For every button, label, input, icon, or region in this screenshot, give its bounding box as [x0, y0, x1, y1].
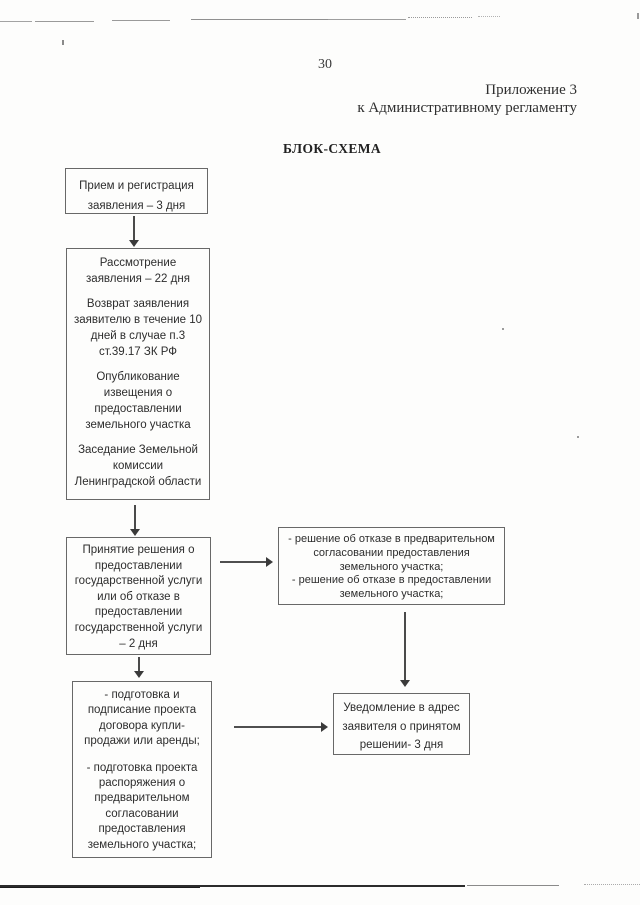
text-line: предоставлении [94, 559, 183, 572]
scan-artifact-top-line [112, 20, 170, 21]
refusal-box: - решение об отказе в предварительном со… [278, 527, 505, 605]
text-line: договора купли- [99, 719, 185, 732]
text-line: распоряжения о [98, 777, 186, 790]
arrow-refusal-to-notification-line [404, 612, 406, 682]
text-line: дней в случае п.3 [90, 330, 186, 342]
contract-paragraph: - подготовка и подписание проекта догово… [73, 688, 211, 750]
text-line: - подготовка проекта [86, 761, 198, 774]
text-line: согласовании [105, 807, 179, 820]
text-line: - подготовка и [104, 689, 180, 701]
review-paragraph: Опубликование извещения о предоставлении… [67, 369, 209, 433]
notification-box: Уведомление в адрес заявителя о принятом… [333, 693, 470, 755]
arrow-refusal-to-notification-head [400, 680, 410, 687]
arrow-review-to-decision-head [130, 529, 140, 536]
text-line: заявителя о принятом [342, 720, 461, 733]
text-line: земельного участка; [87, 838, 197, 851]
arrow-contract-to-notification-head [321, 722, 328, 732]
arrow-contract-to-notification-line [234, 726, 322, 728]
scan-artifact-bottom-line [0, 885, 465, 887]
arrow-intake-to-review-head [129, 240, 139, 247]
decision-box: Принятие решения о предоставлении госуда… [66, 537, 211, 655]
text-line: заявления – 3 дня [87, 200, 186, 212]
appendix-line2: к Административному регламенту [357, 100, 577, 116]
scan-artifact-top-line [328, 19, 406, 20]
contract-box: - подготовка и подписание проекта догово… [72, 681, 212, 858]
text-line: Опубликование [96, 371, 180, 383]
intake-box: Прием и регистрация заявления – 3 дня [65, 168, 208, 214]
text-line: - решение об отказе в предоставлении [291, 574, 492, 587]
appendix-header: Приложение 3 к Административному регламе… [357, 81, 577, 117]
text-line: подписание проекта [87, 704, 197, 717]
text-line: – 2 дня [119, 637, 158, 650]
text-line: Уведомление в адрес [343, 702, 460, 714]
text-line: Возврат заявления [86, 298, 190, 310]
review-paragraph: Рассмотрение заявления – 22 дня [67, 255, 209, 287]
contract-paragraph: - подготовка проекта распоряжения о пред… [73, 761, 211, 853]
review-paragraph: Заседание Земельной комиссии Ленинградск… [67, 442, 209, 490]
review-box: Рассмотрение заявления – 22 дня Возврат … [66, 248, 210, 500]
scan-artifact-speck [577, 436, 579, 438]
text-line: Заседание Земельной [78, 444, 198, 456]
scan-artifact-top-line [408, 17, 472, 18]
text-line: земельного участка; [339, 588, 444, 601]
text-line: государственной услуги [74, 621, 203, 634]
arrow-review-to-decision-line [134, 505, 136, 531]
text-line: заявления – 22 дня [86, 273, 190, 285]
scan-artifact-top-line [478, 16, 500, 17]
arrow-intake-to-review-line [133, 216, 135, 242]
scan-artifact-bottom-line [584, 884, 640, 885]
text-line: Рассмотрение [99, 257, 177, 269]
text-line: продажи или аренды; [84, 735, 200, 748]
appendix-line1: Приложение 3 [485, 82, 577, 98]
text-line: Ленинградской области [74, 476, 202, 488]
text-line: предоставлении [94, 606, 183, 619]
arrow-decision-to-refusal-head [266, 557, 273, 567]
text-line: - решение об отказе в предварительном [288, 533, 495, 545]
page-number: 30 [318, 57, 332, 72]
text-line: земельного участка [85, 419, 191, 431]
scan-artifact-top-line [191, 19, 328, 20]
text-line: предоставления [98, 823, 186, 836]
scan-artifact-bottom-line [467, 885, 559, 886]
arrow-decision-to-refusal-line [220, 561, 267, 563]
text-line: государственной услуги [74, 575, 203, 588]
text-line: Прием и регистрация [79, 180, 194, 192]
text-line: Принятие решения о [82, 544, 195, 556]
arrow-decision-to-contract-line [138, 657, 140, 673]
text-line: ст.39.17 ЗК РФ [98, 346, 178, 358]
scan-artifact-speck [637, 13, 639, 19]
scan-artifact-top-line [0, 21, 32, 22]
text-line: согласовании предоставления [313, 546, 470, 559]
page-title: БЛОК-СХЕМА [283, 141, 382, 156]
text-line: извещения о [103, 387, 173, 399]
text-line: земельного участка; [339, 560, 444, 573]
text-line: предоставлении [94, 403, 182, 415]
text-line: заявителю в течение 10 [73, 314, 203, 326]
text-line: предварительном [94, 792, 190, 805]
scan-artifact-speck [62, 40, 64, 45]
scan-artifact-speck [502, 328, 504, 330]
text-line: решении- 3 дня [359, 739, 444, 751]
text-line: комиссии [112, 460, 164, 472]
scan-artifact-top-line [35, 21, 94, 22]
scan-artifact-bottom-line [0, 887, 200, 888]
text-line: или об отказе в [97, 590, 180, 603]
arrow-decision-to-contract-head [134, 671, 144, 678]
review-paragraph: Возврат заявления заявителю в течение 10… [67, 296, 209, 360]
